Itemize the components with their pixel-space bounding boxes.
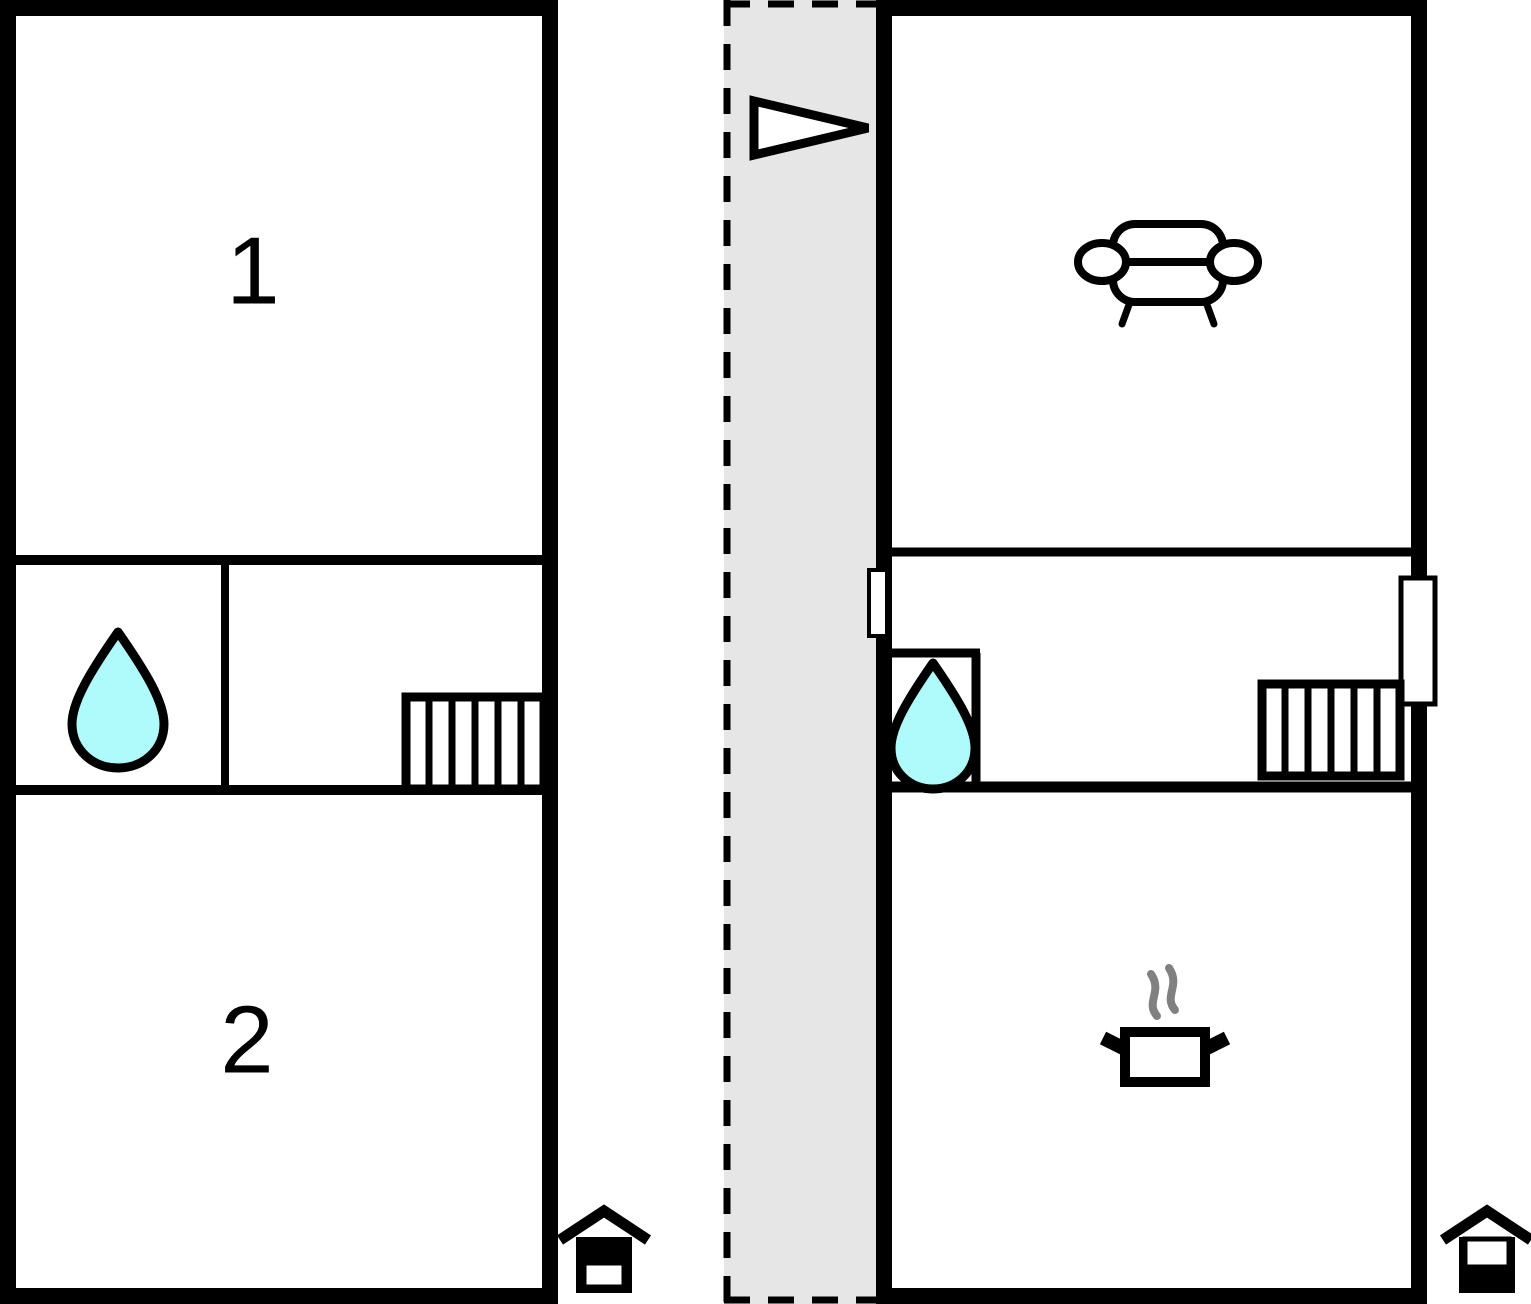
window-icon (867, 568, 889, 638)
water-drop-icon (886, 658, 980, 794)
house-ground-floor-icon[interactable] (1439, 1204, 1531, 1293)
cooking-pot-icon (1099, 964, 1231, 1087)
corridor-fill (724, 0, 876, 1304)
plan-ground-floor (867, 0, 1531, 1304)
plan-upper-floor: 1 2 (0, 0, 652, 1304)
window-icon (1398, 575, 1438, 707)
sofa-icon (1074, 220, 1262, 328)
entrance-arrow-icon (749, 95, 870, 161)
water-drop-icon (67, 627, 169, 773)
entrance-corridor (723, 0, 876, 1304)
upper-floor-outline (0, 0, 558, 1304)
stairs-icon (1257, 679, 1405, 781)
room-label-1: 1 (226, 217, 279, 324)
room-label-2: 2 (220, 986, 273, 1093)
house-upper-floor-icon[interactable] (556, 1204, 652, 1293)
stairs-icon (401, 692, 549, 794)
